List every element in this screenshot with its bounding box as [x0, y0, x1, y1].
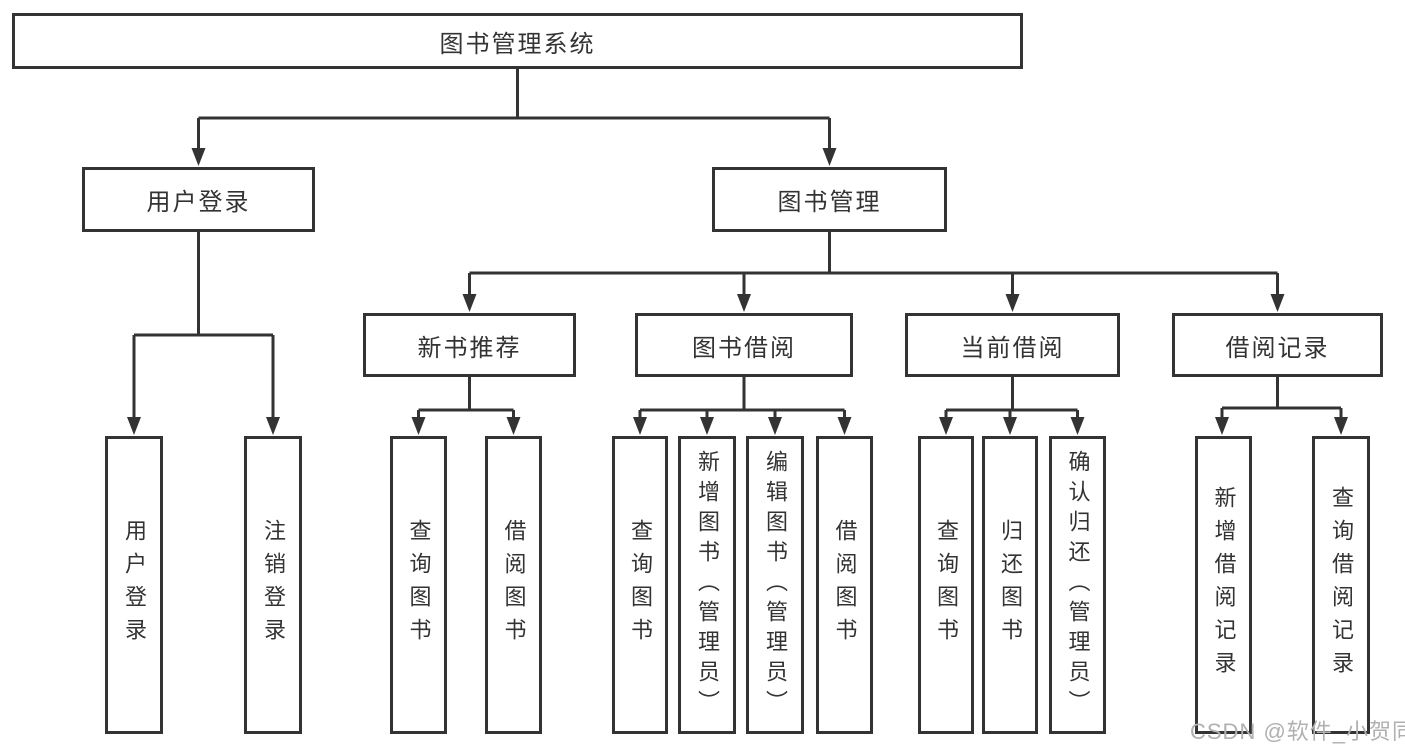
node-label: 归还图书 — [998, 519, 1023, 651]
node-root: 图书管理系统 — [12, 13, 1023, 69]
node-new-book-recommend: 新书推荐 — [363, 313, 576, 377]
node-book-borrow: 图书借阅 — [635, 313, 853, 377]
node-leaf-query-book-borrow: 查询图书 — [612, 436, 668, 734]
node-leaf-add-book-admin: 新增图书（管理员） — [678, 436, 736, 734]
node-label: 图书借阅 — [692, 334, 796, 362]
node-label: 确认归还（管理员） — [1065, 450, 1091, 720]
node-leaf-add-borrow-record: 新增借阅记录 — [1195, 436, 1252, 734]
node-leaf-borrow-book: 借阅图书 — [816, 436, 873, 734]
node-label: 借阅记录 — [1225, 334, 1330, 362]
node-leaf-logout: 注销登录 — [244, 436, 302, 734]
node-leaf-return-book: 归还图书 — [982, 436, 1038, 734]
node-leaf-edit-book-admin: 编辑图书（管理员） — [746, 436, 804, 734]
node-leaf-confirm-return-admin: 确认归还（管理员） — [1049, 436, 1106, 734]
node-label: 编辑图书（管理员） — [763, 450, 788, 720]
node-leaf-user-login: 用户登录 — [105, 436, 163, 734]
node-leaf-borrow-book-recommend: 借阅图书 — [485, 436, 542, 734]
node-label: 借阅图书 — [501, 519, 527, 651]
node-user-login: 用户登录 — [82, 167, 315, 232]
node-label: 注销登录 — [261, 519, 286, 651]
node-label: 图书管理 — [777, 189, 882, 216]
node-label: 用户登录 — [146, 189, 251, 216]
node-label: 用户登录 — [122, 519, 147, 651]
node-leaf-query-book-recommend: 查询图书 — [390, 436, 447, 734]
node-current-borrow: 当前借阅 — [905, 313, 1120, 377]
node-label: 当前借阅 — [960, 334, 1065, 362]
node-label: 新增借阅记录 — [1211, 486, 1237, 684]
node-label: 查询图书 — [934, 519, 959, 651]
node-label: 新书推荐 — [417, 334, 522, 362]
node-label: 查询借阅记录 — [1329, 486, 1354, 684]
node-label: 查询图书 — [406, 519, 432, 651]
node-book-management: 图书管理 — [712, 167, 947, 232]
node-leaf-query-book-current: 查询图书 — [918, 436, 974, 734]
node-label: 借阅图书 — [832, 519, 858, 651]
node-label: 图书管理系统 — [439, 30, 596, 58]
node-label: 新增图书（管理员） — [695, 450, 720, 720]
node-borrow-records: 借阅记录 — [1172, 313, 1383, 377]
node-leaf-query-borrow-record: 查询借阅记录 — [1312, 436, 1370, 734]
csdn-watermark: CSDN @软件_小贺同学 — [1190, 719, 1405, 744]
node-label: 查询图书 — [628, 519, 653, 651]
